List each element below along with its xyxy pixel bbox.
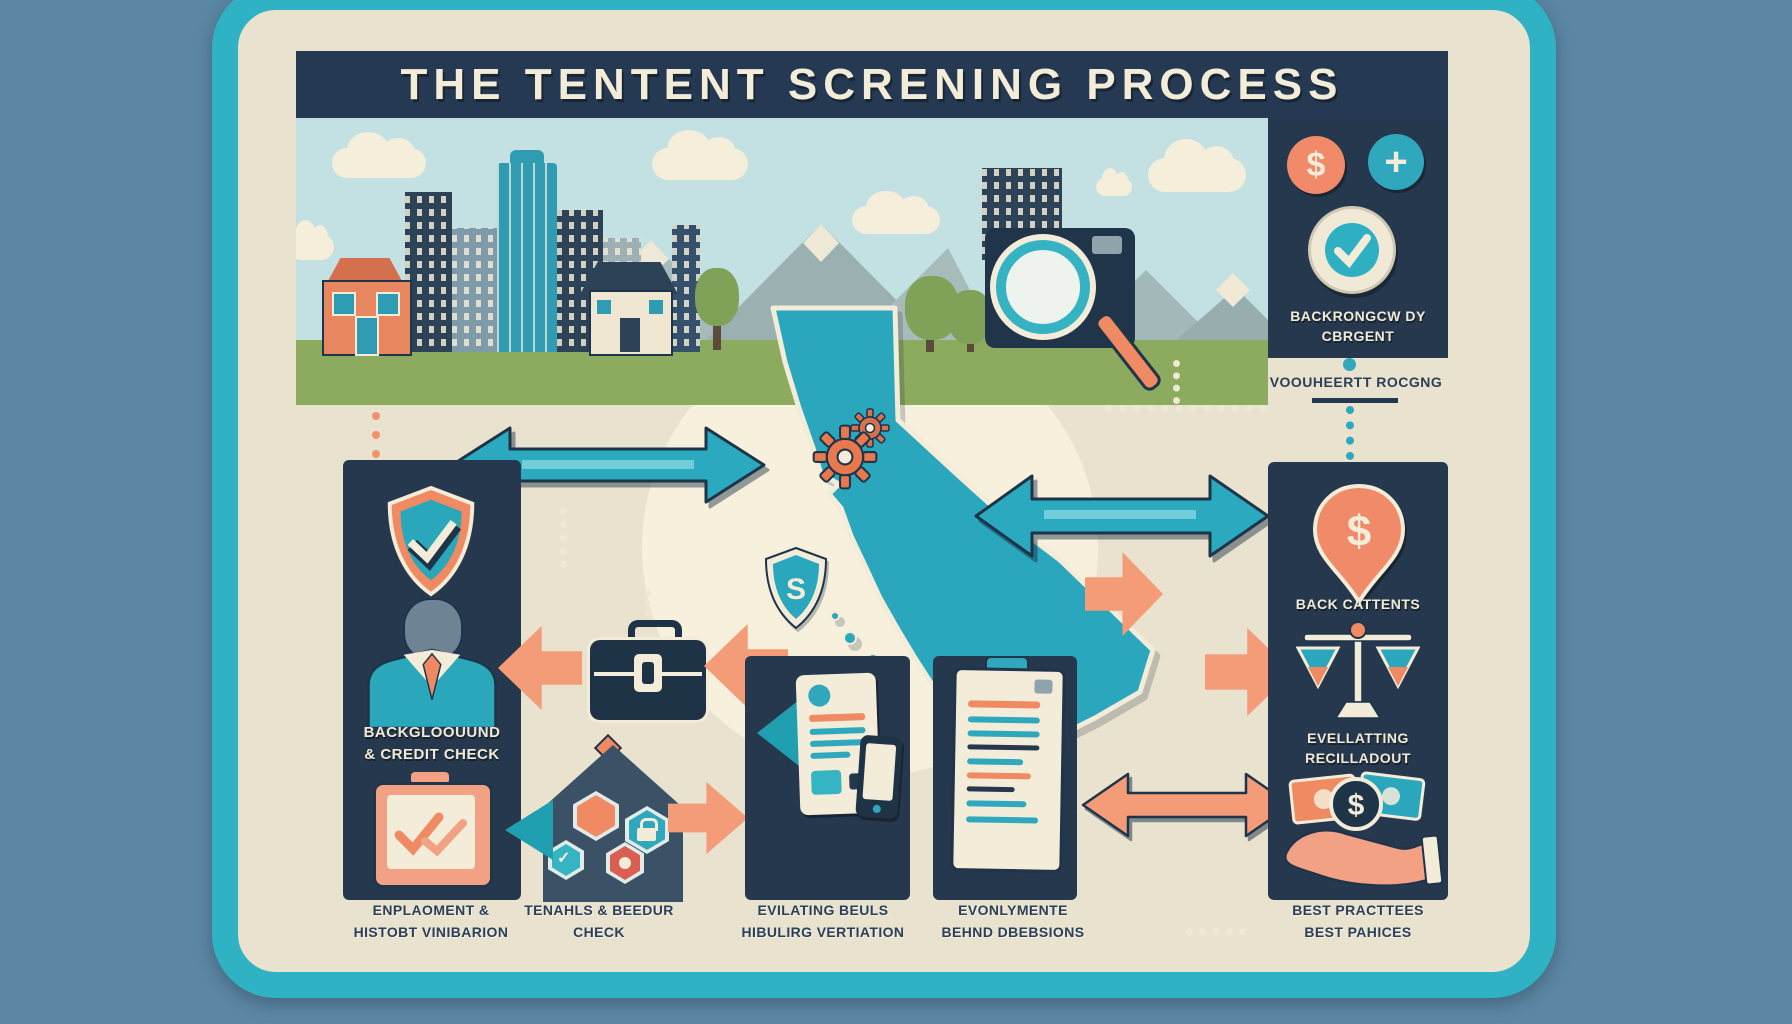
dotted-line (1186, 928, 1246, 935)
monitor-screen (387, 795, 475, 869)
check-badge-icon (1308, 206, 1396, 294)
shield-check-icon (387, 485, 475, 597)
label-line1: ENPLAOMENT & (372, 902, 490, 918)
dotted-line (372, 412, 380, 458)
house-window (376, 292, 400, 316)
step-label-4: EVONLYMENTE BEHND DBEBSIONS (898, 900, 1128, 943)
left-panel-caption: BACKGLOOUUND & CREDIT CHECK (343, 722, 521, 766)
clipboard-icon (950, 667, 1066, 873)
magnifier-lens (996, 240, 1090, 334)
plus-circle-icon: + (1368, 134, 1424, 190)
building-navy-1 (405, 192, 452, 352)
subcaption-underline (1312, 398, 1398, 403)
pin-dollar: $ (1347, 507, 1371, 556)
monitor-check-icon (373, 782, 493, 888)
briefcase-handle (628, 620, 682, 655)
dotted-line (1105, 405, 1267, 412)
cloud (852, 190, 940, 234)
title-band: THE TENTENT SCRENING PROCESS (296, 51, 1448, 118)
rental-verification-panel (745, 656, 910, 900)
house-door (355, 316, 379, 356)
house2-window (649, 300, 663, 314)
label-line2: HIBULIRG VERTIATION (741, 923, 905, 940)
caption-line1: BACKRONGCW DY (1290, 308, 1426, 324)
subcaption: VOOUHEERTT ROCGNG (1269, 374, 1443, 390)
dotted-line (1346, 406, 1354, 460)
house-window (332, 292, 356, 316)
tower-cap (510, 150, 544, 166)
cloud (296, 219, 334, 260)
background-check-panel: BACKGLOOUUND & CREDIT CHECK (343, 460, 521, 900)
house2-window (597, 300, 611, 314)
cloud (332, 131, 426, 178)
caption-line1: BACKGLOOUUND (363, 724, 501, 741)
person-icon (367, 648, 497, 728)
phone-screen (862, 743, 897, 801)
step-label-1: ENPLAOMENT & HISTOBT VINIBARION (316, 900, 546, 943)
gear-icon-main (812, 424, 878, 490)
dotted-line (560, 508, 567, 568)
step-label-5: BEST PRACTTEES BEST PAHICES (1243, 900, 1473, 943)
house2-roof (580, 262, 678, 294)
avatar (807, 684, 831, 708)
money-hand-icon: $ (1284, 771, 1444, 887)
location-pin-dollar-icon: $ (1312, 483, 1406, 606)
label-line1: TENAHLS & BEEDUR (524, 902, 674, 918)
label-line2: BEST PAHICES (1304, 923, 1412, 940)
phone-icon (855, 734, 903, 820)
teal-dot (1343, 358, 1356, 371)
camera-button (1092, 236, 1122, 254)
label-line1: EVILATING BEULS (757, 902, 889, 918)
double-arrow-right (974, 474, 1270, 558)
cloud (652, 130, 748, 180)
cloud (1096, 168, 1132, 196)
monitor-tab (411, 772, 449, 784)
briefcase-buckle (634, 654, 662, 692)
shield-letter: S (786, 573, 806, 606)
verification-caption: BACKRONGCW DY CBRGENT (1268, 306, 1448, 347)
tree (948, 290, 992, 344)
step-label-3: EVILATING BEULS HIBULIRG VERTIATION (708, 900, 938, 943)
caption-line2: & CREDIT CHECK (364, 745, 500, 763)
label-line2: CHECK (573, 923, 625, 940)
cityscape-illustration (296, 118, 1268, 405)
double-arrow-orange (1081, 772, 1293, 838)
label-line1: BEST PRACTTEES (1292, 902, 1424, 918)
house2-cream (589, 290, 673, 356)
lock-body (637, 828, 656, 841)
dot-glyph (619, 857, 631, 869)
evaluation-panel: $ BACK CATTENTS EVELLATTING RECILLADOUT (1268, 462, 1448, 900)
phone-button (872, 804, 882, 814)
check-glyph: ✓ (557, 850, 571, 867)
right-caption-2: EVELLATTING RECILLADOUT (1268, 728, 1448, 769)
label-line1: EVONLYMENTE (958, 902, 1068, 918)
label-line2: BEHND DBEBSIONS (941, 923, 1085, 940)
building-teal-tower (497, 163, 557, 352)
decisions-panel (933, 656, 1077, 900)
dotted-line (645, 590, 651, 616)
cloud (1148, 139, 1246, 192)
caption-line2: RECILLADOUT (1305, 750, 1411, 767)
dollar-circle-icon: $ (1287, 136, 1345, 194)
tree-trunk (713, 318, 721, 350)
house2-door (620, 318, 640, 352)
right-caption-1: BACK CATTENTS (1295, 596, 1421, 612)
caption-line2: CBRGENT (1321, 328, 1395, 345)
tree (695, 268, 739, 326)
caption-line1: EVELLATTING (1307, 730, 1409, 746)
triangle-left-icon (757, 700, 799, 766)
coin-dollar: $ (1348, 789, 1365, 822)
building-gray-1 (452, 228, 497, 352)
dotted-line (1058, 808, 1106, 815)
page-title: THE TENTENT SCRENING PROCESS (400, 59, 1344, 109)
house-orange (322, 280, 412, 356)
scales-icon (1296, 621, 1420, 719)
briefcase-icon (590, 620, 706, 720)
label-line2: HISTOBT VINIBARION (353, 923, 509, 940)
verification-panel: $ + BACKRONGCW DY CBRGENT (1268, 118, 1448, 358)
shield-s-icon: S (764, 546, 828, 630)
lock-icon (640, 818, 658, 831)
dotted-line (1173, 360, 1180, 404)
step-label-2: TENAHLS & BEEDUR CHECK (484, 900, 714, 943)
